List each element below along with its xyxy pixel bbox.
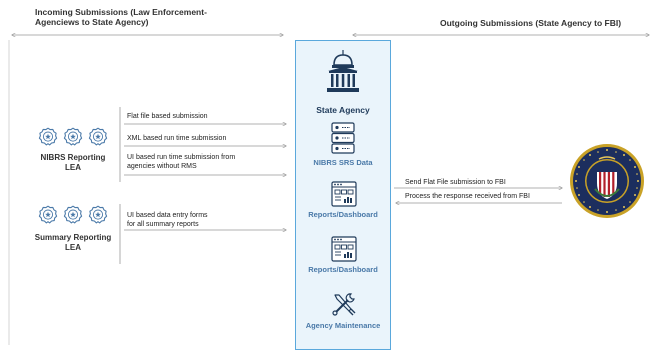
ui-runtime-line1: UI based run time submission from: [127, 154, 236, 161]
send-to-fbi-label: Send Flat File submission to FBI: [405, 179, 506, 186]
ui-runtime-label: UI based run time submission from agenci…: [127, 154, 235, 171]
summary-lea-line1: Summary Reporting: [34, 233, 112, 242]
ui-runtime-line2: agencies without RMS: [127, 162, 197, 170]
state-agency-title: State Agency: [316, 105, 370, 115]
dashboard-icon: [331, 181, 357, 207]
nibrs-lea-line1: NIBRS Reporting: [40, 153, 106, 162]
summary-lea-label: Summary Reporting LEA: [20, 233, 126, 252]
fbi-seal-icon: [570, 144, 644, 218]
incoming-header-line1: Incoming Submissions (Law Enforcement-: [35, 7, 207, 17]
reports-dashboard-label-1: Reports/Dashboard: [308, 210, 378, 219]
incoming-header-line2: Agenciews to State Agency): [35, 17, 149, 27]
incoming-header: Incoming Submissions (Law Enforcement- A…: [35, 7, 207, 27]
nibrs-lea-line2: LEA: [65, 162, 81, 172]
ui-forms-line1: UI based data entry forms: [127, 212, 208, 219]
flat-file-label: Flat file based submission: [127, 113, 208, 120]
process-response-label: Process the response received from FBI: [405, 193, 530, 200]
outgoing-header: Outgoing Submissions (State Agency to FB…: [440, 18, 622, 28]
xml-label: XML based run time submission: [127, 135, 227, 142]
nibrs-srs-data-label: NIBRS SRS Data: [313, 158, 373, 167]
summary-lea-line2: LEA: [65, 242, 81, 252]
capitol-building-icon: [327, 50, 359, 92]
server-database-icon: [331, 122, 355, 154]
agency-maintenance-label: Agency Maintenance: [305, 321, 381, 330]
nibrs-lea-label: NIBRS Reporting LEA: [20, 153, 126, 172]
tools-wrench-screwdriver-icon: [332, 293, 356, 316]
dashboard-icon: [331, 236, 357, 262]
ui-forms-line2: for all summary reports: [127, 220, 199, 228]
ui-forms-label: UI based data entry forms for all summar…: [127, 212, 208, 229]
reports-dashboard-label-2: Reports/Dashboard: [308, 265, 378, 274]
